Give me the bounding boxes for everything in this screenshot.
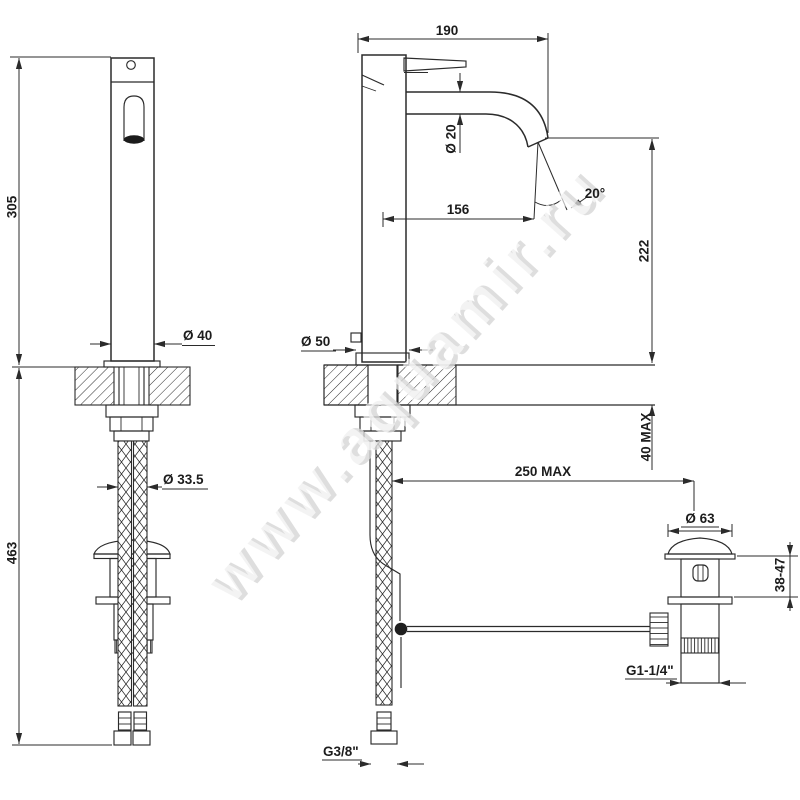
dim-label-height-range: 38-47 [773, 558, 788, 593]
dim-label-222: 222 [637, 240, 652, 263]
faucet-body-front [110, 57, 155, 362]
waste-flange [667, 596, 733, 605]
waste-cap-dome [667, 537, 733, 555]
mounting-flange-front [105, 404, 159, 418]
handle-lever [403, 57, 467, 72]
linkage-pivot-ball [394, 622, 408, 636]
drain-view-geometry [625, 524, 798, 687]
dim-label-waste-thread: G1-1/4" [626, 663, 674, 678]
dim-label-190: 190 [436, 23, 459, 38]
base-plate-front [103, 360, 161, 368]
supply-hose-side [375, 440, 393, 706]
dim-label-156: 156 [447, 202, 470, 217]
linkage-joint-nut [649, 612, 669, 647]
dim-label-305: 305 [5, 195, 20, 218]
popup-rod [369, 441, 401, 621]
dim-label-463: 463 [5, 541, 20, 564]
dim-label-drain-distance: 250 MAX [515, 464, 571, 479]
dim-label-hose-diameter: Ø 33.5 [163, 472, 204, 487]
spout-inner [406, 113, 529, 148]
hose-end-fittings-front [113, 711, 151, 746]
dim-label-body-diameter: Ø 40 [183, 328, 212, 343]
deck-section-right [148, 366, 191, 406]
watermark-text: www.aquamir.ru [187, 151, 617, 618]
dim-label-cap-diameter: Ø 63 [685, 511, 715, 526]
deck-section-side-right [397, 364, 457, 406]
side-view-geometry [301, 33, 695, 768]
handle-pin-front [126, 60, 136, 70]
dim-label-deck-thickness: 40 MAX [639, 413, 654, 462]
dim-label-spout-diameter: Ø 20 [444, 124, 459, 153]
spout-outer [406, 91, 549, 139]
mounting-nut-front [109, 416, 154, 432]
popup-rod-tab [350, 332, 362, 343]
faucet-body-side [361, 54, 407, 363]
dim-label-supply-thread: G3/8" [323, 744, 359, 759]
deck-section-left [74, 366, 115, 406]
dimension-labels: 305 463 Ø 40 Ø 33.5 190 Ø 20 20° 156 222… [5, 23, 788, 759]
waste-cap-plate [664, 553, 736, 560]
spout-outlet-front [123, 95, 145, 141]
dim-label-spout-angle: 20° [585, 186, 605, 201]
dim-label-base-diameter: Ø 50 [301, 334, 330, 349]
front-view-geometry [10, 56, 215, 746]
supply-connector-nut [370, 730, 398, 745]
aerator-opening [124, 135, 144, 144]
supply-hoses-front [117, 440, 148, 707]
